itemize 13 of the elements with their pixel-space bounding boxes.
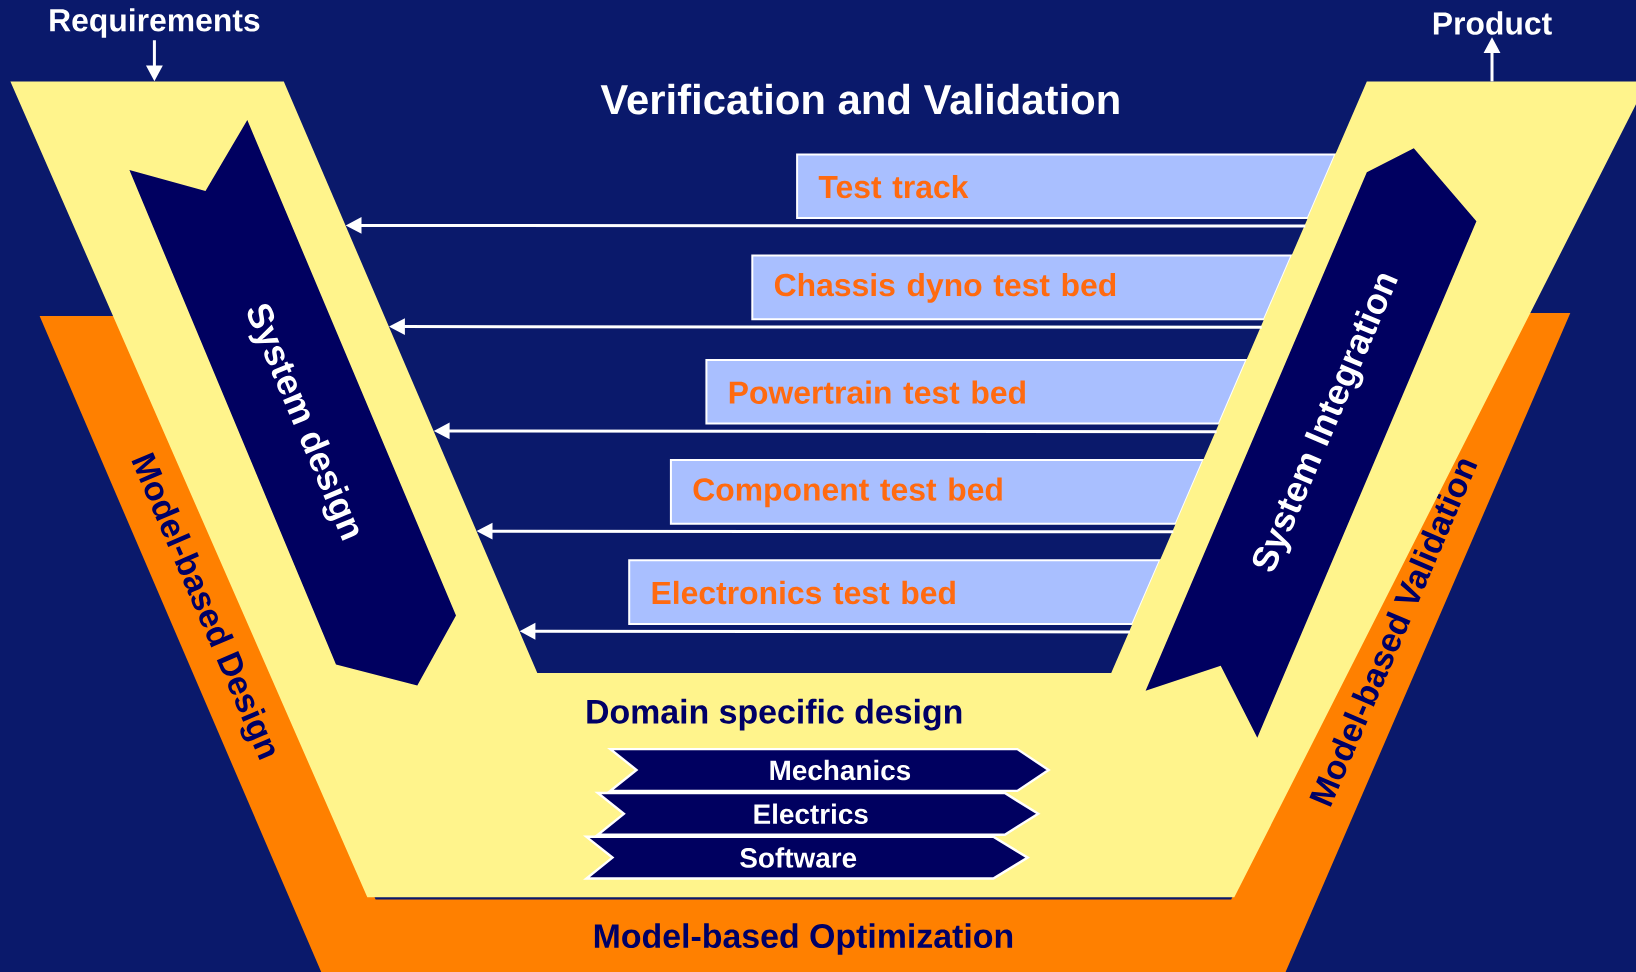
band-label: Model-based Optimization: [594, 923, 1013, 955]
chevron-banner: Electrics: [594, 791, 1041, 836]
chevron-banner: Mechanics: [607, 747, 1051, 793]
test-bed-box: Chassis dyno test bed: [751, 254, 1294, 321]
test-bed-box: Electronics test bed: [628, 559, 1162, 625]
chevron-banner: Software: [583, 835, 1030, 880]
label-text: Product: [1433, 11, 1552, 35]
heading: Verification and Validation: [600, 83, 1119, 115]
test-bed-box: Component test bed: [669, 459, 1205, 525]
test-bed-box: Powertrain test bed: [705, 359, 1248, 425]
label-text: Requirements: [50, 8, 260, 38]
band-label: Domain specific design: [587, 698, 962, 731]
test-bed-box: Test track: [796, 153, 1337, 220]
